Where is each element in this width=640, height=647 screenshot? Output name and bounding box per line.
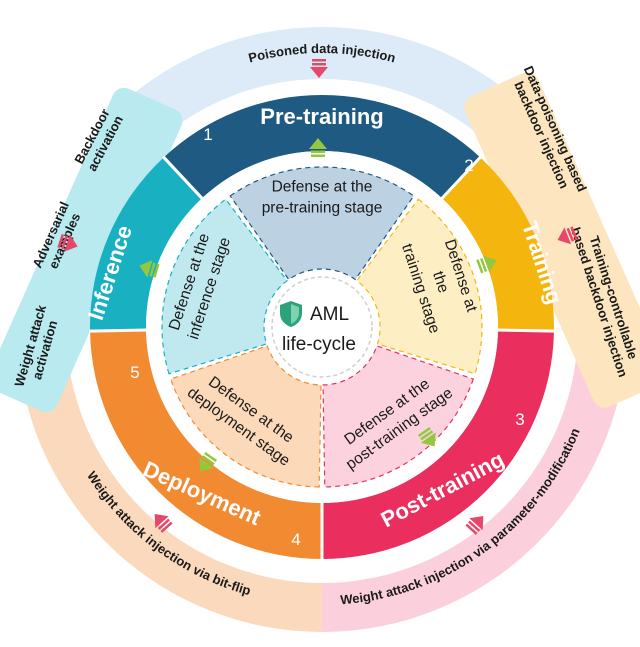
- defense-wedge-posttraining: [322, 345, 475, 488]
- ring-segment-deployment: [90, 330, 322, 559]
- center-hub: AML life-cycle: [271, 276, 373, 378]
- arrow-defense-inference: [139, 260, 160, 278]
- ring-segment-posttraining: [322, 330, 554, 559]
- arrows: [57, 59, 578, 535]
- arrow-attack-deployment: [154, 514, 173, 533]
- defense-wedge-pretraining: [229, 166, 415, 281]
- ring-segment-inference: [90, 157, 202, 332]
- defense-wedge-inference: [161, 198, 288, 375]
- arrow-attack-pretraining: [310, 59, 328, 78]
- attack-band-pretraining: [121, 26, 523, 143]
- stage-number-posttraining: 3: [515, 410, 524, 429]
- center-circle: [271, 276, 373, 378]
- ring-segment-training: [442, 157, 554, 332]
- arrow-defense-deployment: [199, 451, 218, 472]
- center-subtitle: life-cycle: [282, 334, 356, 355]
- arrow-defense-pretraining: [309, 138, 327, 157]
- shield-icon: [280, 301, 302, 327]
- center-title: AML: [310, 304, 349, 325]
- attack-band-inference: [0, 87, 183, 413]
- arrow-attack-inference: [57, 233, 78, 252]
- defense-wedge-deployment: [169, 345, 322, 488]
- arrow-attack-posttraining: [465, 516, 484, 535]
- stage-number-inference: 5: [130, 363, 139, 382]
- arrow-defense-posttraining: [417, 426, 436, 447]
- stage-number-training: 2: [464, 156, 473, 175]
- defense-wedge-training: [356, 198, 483, 375]
- stage-label-pretraining: Pre-training: [260, 104, 383, 129]
- arrow-defense-training: [476, 255, 497, 274]
- stage-number-deployment: 4: [291, 530, 300, 549]
- stage-number-pretraining: 1: [203, 125, 212, 144]
- arrow-attack-training: [557, 226, 578, 245]
